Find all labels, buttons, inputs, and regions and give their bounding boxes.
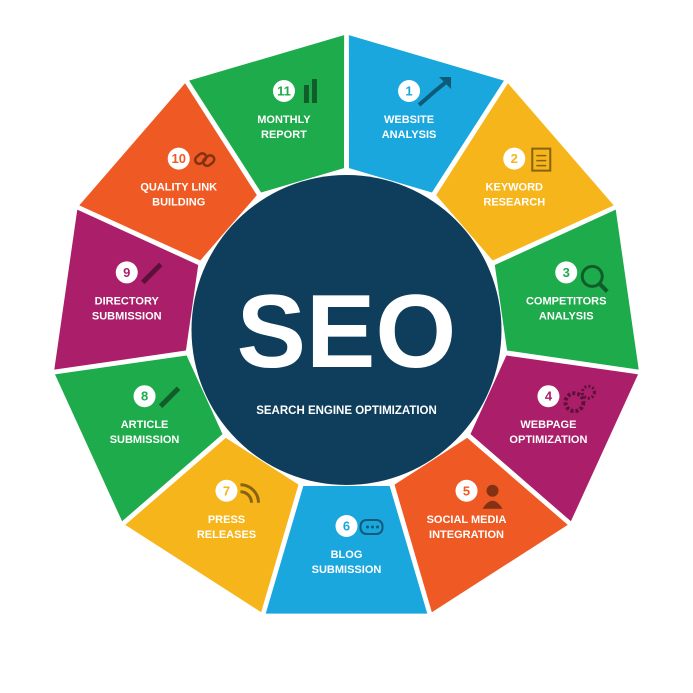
- segment-label-line2: BUILDING: [152, 197, 205, 209]
- segment-number: 2: [511, 151, 518, 166]
- number-badge: [537, 385, 560, 408]
- segments-layer: 1WEBSITEANALYSIS2KEYWORDRESEARCH3COMPETI…: [54, 35, 639, 614]
- segment-number: 3: [563, 265, 570, 280]
- number-badge: [167, 147, 190, 170]
- number-badge: [115, 261, 138, 284]
- segment-shape: [436, 83, 614, 261]
- segment-label-line2: OPTIMIZATION: [509, 434, 587, 446]
- segment-number: 1: [405, 83, 412, 98]
- segment-label-line2: RESEARCH: [483, 197, 545, 209]
- segment-label-line1: DIRECTORY: [95, 295, 160, 307]
- pencil-icon: [158, 386, 181, 408]
- segment-label-line1: WEBSITE: [384, 114, 434, 126]
- segment-label-line1: COMPETITORS: [526, 295, 606, 307]
- segment-label-line1: MONTHLY: [257, 114, 311, 126]
- segment-number: 11: [277, 83, 291, 98]
- center-title: SEO: [237, 274, 457, 390]
- segment-shape: [189, 35, 345, 193]
- number-badge: [215, 479, 238, 502]
- segment-label-line1: WEBPAGE: [520, 419, 576, 431]
- segment-label-line1: BLOG: [331, 549, 363, 561]
- link-icon: [193, 152, 216, 168]
- segment-label-line2: SUBMISSION: [110, 434, 180, 446]
- segment-shape: [54, 209, 199, 370]
- number-badge: [398, 79, 421, 102]
- number-badge: [455, 479, 478, 502]
- number-badge: [503, 147, 526, 170]
- segment-label-line1: PRESS: [208, 514, 245, 526]
- segment-shape: [394, 437, 568, 613]
- segment-label-line2: ANALYSIS: [382, 129, 437, 141]
- bar-chart-icon: [303, 78, 317, 103]
- segment-number: 5: [463, 483, 470, 498]
- center-circle: [191, 175, 502, 485]
- center-hub: SEO SEARCH ENGINE OPTIMIZATION: [191, 175, 502, 485]
- segment-number: 7: [223, 483, 230, 498]
- segment-label-line2: ANALYSIS: [539, 310, 594, 322]
- segment-shape: [348, 35, 504, 193]
- segment-shape: [494, 209, 639, 370]
- segment-label-line2: RELEASES: [197, 529, 256, 541]
- segment-shape: [470, 355, 639, 522]
- center-subtitle: SEARCH ENGINE OPTIMIZATION: [256, 405, 437, 417]
- gears-icon: [563, 384, 596, 414]
- number-badge: [335, 515, 358, 537]
- magnifier-icon: [580, 264, 609, 293]
- segment-label-line2: INTEGRATION: [429, 529, 504, 541]
- document-icon: [531, 147, 552, 172]
- segment-label-line1: KEYWORD: [486, 182, 544, 194]
- pen-icon: [140, 262, 163, 285]
- segment-shape: [54, 355, 223, 522]
- segment-number: 4: [545, 389, 553, 404]
- segment-shape: [125, 437, 299, 613]
- segment-label-line2: SUBMISSION: [92, 310, 162, 322]
- number-badge: [272, 79, 295, 102]
- segment-shape: [265, 486, 428, 614]
- chat-bubbles-icon: [359, 519, 384, 535]
- trend-arrow-icon: [417, 76, 452, 107]
- segment-label-line1: QUALITY LINK: [140, 182, 217, 194]
- number-badge: [555, 261, 578, 284]
- segment-label-line2: REPORT: [261, 129, 307, 141]
- segment-number: 10: [171, 151, 185, 166]
- segment-number: 9: [123, 265, 130, 280]
- rss-icon: [240, 483, 260, 503]
- person-icon: [482, 484, 503, 509]
- segment-label-line1: ARTICLE: [121, 419, 169, 431]
- number-badge: [133, 385, 156, 408]
- segment-number: 8: [141, 389, 148, 404]
- segment-label-line2: SUBMISSION: [312, 564, 382, 576]
- segment-shape: [79, 83, 257, 261]
- segment-label-line1: SOCIAL MEDIA: [427, 514, 507, 526]
- segment-number: 6: [343, 519, 350, 534]
